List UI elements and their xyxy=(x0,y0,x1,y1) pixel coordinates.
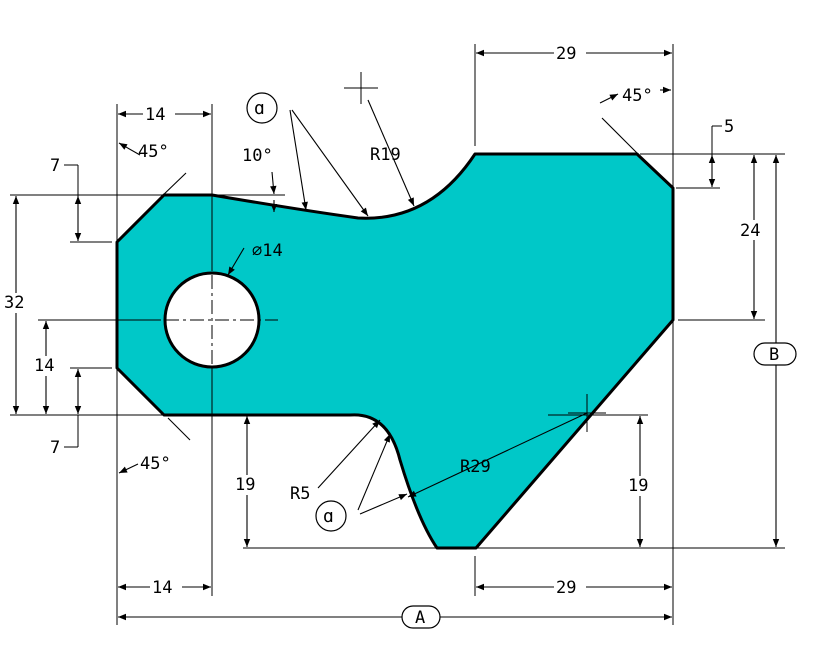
label-left-7-top: 7 xyxy=(50,156,60,176)
label-top-14: 14 xyxy=(145,105,165,125)
label-r5: R5 xyxy=(290,484,310,504)
angle-10-arrow xyxy=(270,171,277,195)
label-top-29: 29 xyxy=(556,44,576,64)
chamfer-top-left-leader xyxy=(159,172,187,199)
tangent-symbol-top xyxy=(246,92,278,124)
tangent-top-leader-1 xyxy=(289,109,308,211)
label-bottom-19-right: 19 xyxy=(628,476,648,496)
hole-diameter-leader xyxy=(227,247,245,276)
r29-leader xyxy=(407,412,588,498)
r19-center-mark xyxy=(344,72,378,104)
chamfer-top-left-arrow xyxy=(118,142,141,156)
bubble-b xyxy=(753,342,797,366)
label-bottom-14: 14 xyxy=(152,578,172,598)
bubble-a xyxy=(401,605,441,629)
tangent-bottom-leader-2 xyxy=(359,493,408,515)
tangent-bottom-leader-1 xyxy=(357,433,391,511)
label-left-7-bottom: 7 xyxy=(50,438,60,458)
label-left-14: 14 xyxy=(34,356,54,376)
hole-centerlines xyxy=(140,250,278,390)
chamfer-bottom-left-arrow xyxy=(118,463,139,474)
tangent-symbol-bottom xyxy=(315,500,347,532)
label-angle-10: 10° xyxy=(242,146,273,166)
label-chamfer-bottom-left: 45° xyxy=(140,454,171,474)
label-right-5: 5 xyxy=(724,117,734,137)
r5-leader xyxy=(317,419,381,489)
label-bottom-19-left: 19 xyxy=(235,475,255,495)
label-bottom-29: 29 xyxy=(556,578,576,598)
label-r29: R29 xyxy=(460,457,491,477)
label-left-32: 32 xyxy=(4,293,24,313)
label-r19: R19 xyxy=(370,145,401,165)
label-hole-diameter: ∅14 xyxy=(252,241,283,261)
tangent-symbol-top-label: ɑ xyxy=(254,98,265,119)
label-overall-height: B xyxy=(769,345,779,365)
r19-leader xyxy=(367,99,415,207)
chamfer-top-right-leader xyxy=(601,117,641,157)
tangent-top-leader-2 xyxy=(291,109,369,217)
chamfer-top-right-arrow xyxy=(599,93,619,104)
extension-lines xyxy=(10,44,785,625)
label-chamfer-top-right: 45° xyxy=(622,86,653,106)
label-chamfer-top-left: 45° xyxy=(138,142,169,162)
chamfer-bottom-left-leader xyxy=(167,417,191,441)
tangent-symbol-bottom-label: ɑ xyxy=(323,506,334,527)
label-overall-width: A xyxy=(415,608,425,628)
label-right-24: 24 xyxy=(740,221,760,241)
